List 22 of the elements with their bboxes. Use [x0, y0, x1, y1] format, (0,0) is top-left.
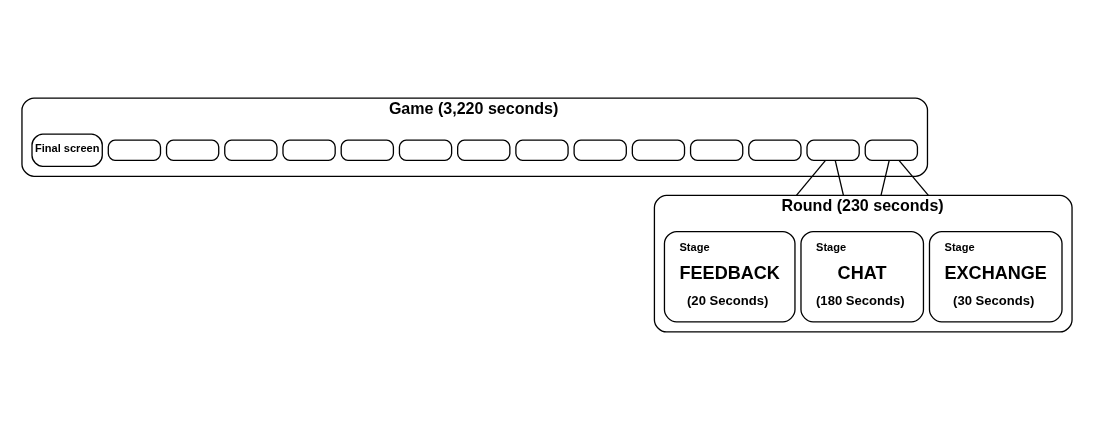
node-box: [748, 139, 802, 161]
node-box: [282, 139, 336, 161]
node-box: [689, 139, 744, 161]
node-box: [107, 139, 162, 161]
node-box: Stage CHAT (180 Seconds): [800, 230, 925, 323]
node-box: Stage EXCHANGE (30 Seconds): [928, 230, 1063, 323]
connector: [795, 159, 826, 197]
node-box: [631, 139, 686, 161]
node-box: [457, 139, 511, 161]
node-box: Final screen: [31, 133, 103, 167]
node-box: Stage FEEDBACK (20 Seconds): [663, 230, 796, 323]
connector: [880, 159, 890, 197]
node-box: [806, 139, 860, 161]
node-box: [573, 139, 627, 161]
node-box: [864, 139, 919, 161]
connector: [898, 159, 930, 197]
node-box: [224, 139, 278, 161]
connector: [834, 159, 845, 197]
node-box: [165, 139, 220, 161]
node-box: [340, 139, 395, 161]
node-box: [515, 139, 569, 161]
node-box: [398, 139, 453, 161]
